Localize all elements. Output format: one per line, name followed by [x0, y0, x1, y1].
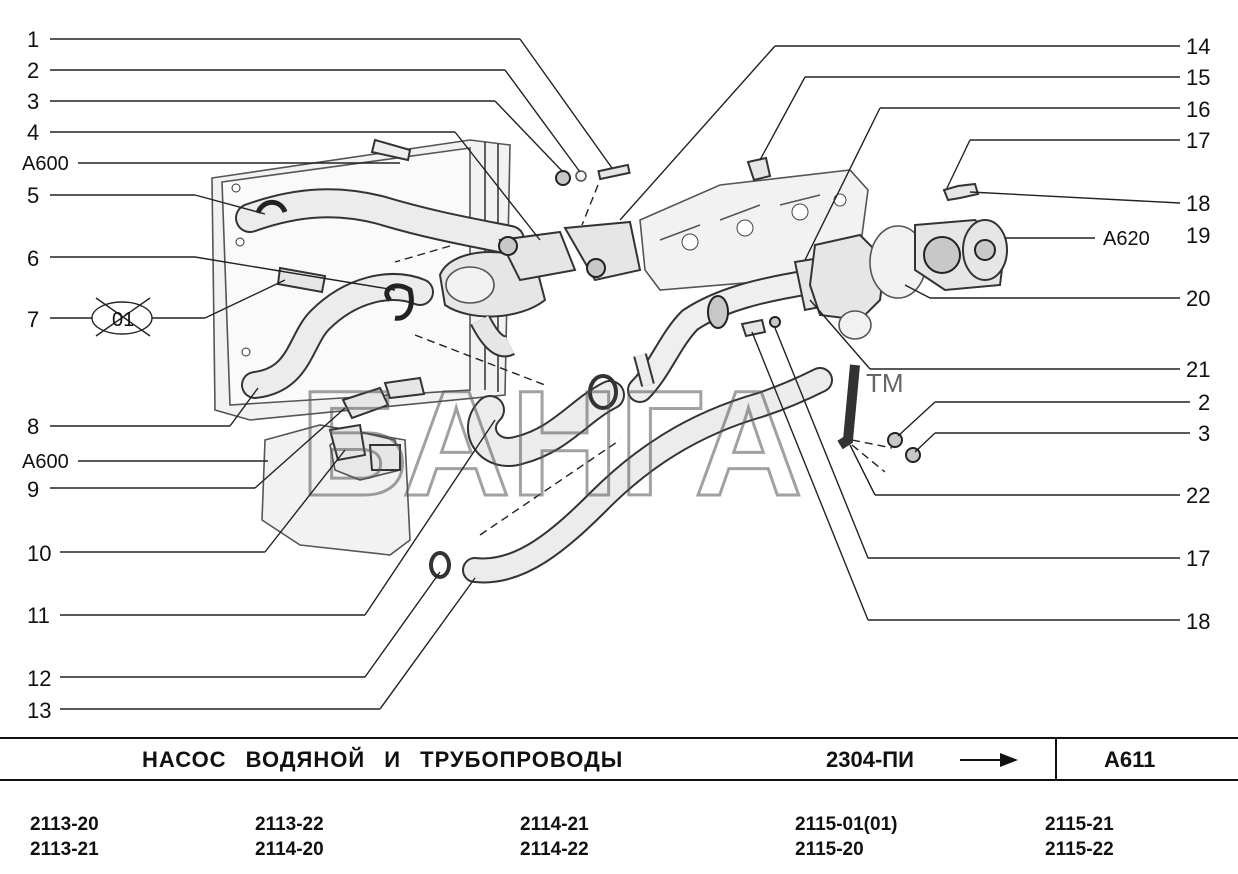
right-arrow-icon	[960, 753, 1018, 767]
callout-a620: A620	[1103, 228, 1150, 250]
model-code: 2114-20	[255, 839, 324, 860]
callout-4: 4	[27, 120, 39, 145]
model-code: 2114-22	[520, 839, 589, 860]
section-reference: A611	[1104, 747, 1156, 772]
callout-18-top: 18	[1186, 191, 1210, 216]
upper-radiator-hose	[235, 188, 525, 255]
watermark: БАНГА	[300, 359, 803, 527]
model-code: 2115-21	[1045, 814, 1114, 835]
thermostat-housing	[438, 220, 642, 358]
model-column-3: 2114-21 2114-22	[520, 812, 589, 862]
model-code: 2114-21	[520, 814, 589, 835]
watermark-tm: TM	[866, 368, 904, 398]
diagram-title: НАСОС ВОДЯНОЙ И ТРУБОПРОВОДЫ	[142, 747, 624, 772]
title-block: НАСОС ВОДЯНОЙ И ТРУБОПРОВОДЫ 2304-ПИ A61…	[0, 737, 1238, 781]
callout-17-top: 17	[1186, 128, 1210, 153]
callout-2-right: 2	[1198, 390, 1210, 415]
callout-21: 21	[1186, 357, 1210, 382]
callout-6: 6	[27, 246, 39, 271]
callout-3: 3	[27, 89, 39, 114]
model-column-4: 2115-01(01) 2115-20	[795, 812, 897, 862]
assembly-lines	[394, 184, 893, 536]
model-code: 2115-01(01)	[795, 814, 898, 835]
callout-a600-bottom: A600	[22, 451, 69, 473]
callouts-right: 14 15 16 17 18 A620 19 20 21 2 3 22 17 1…	[619, 34, 1210, 634]
callout-a600-top: A600	[22, 153, 69, 175]
callout-10: 10	[27, 541, 51, 566]
callout-01: 01	[112, 309, 134, 331]
callout-22: 22	[1186, 483, 1210, 508]
callout-3-right: 3	[1198, 421, 1210, 446]
model-code: 2113-21	[30, 839, 99, 860]
callout-18-bottom: 18	[1186, 609, 1210, 634]
callout-11: 11	[27, 603, 50, 628]
callout-9: 9	[27, 477, 39, 502]
fasteners	[255, 156, 980, 471]
model-column-5: 2115-21 2115-22	[1045, 812, 1114, 862]
lower-hoses	[429, 353, 860, 584]
model-column-1: 2113-20 2113-21	[30, 812, 99, 862]
water-pump	[808, 218, 1008, 340]
model-code: 2113-20	[30, 814, 99, 835]
callout-16: 16	[1186, 97, 1210, 122]
callout-2: 2	[27, 58, 39, 83]
callouts-left: 1 2 3 4 A600 5 6 7 01 8 A600 9 10 11 12	[22, 27, 613, 723]
model-code: 2113-22	[255, 814, 324, 835]
title-divider	[1055, 739, 1057, 779]
callout-7: 7	[27, 307, 39, 332]
callout-17-bottom: 17	[1186, 546, 1210, 571]
callout-1: 1	[27, 27, 39, 52]
model-code: 2115-22	[1045, 839, 1114, 860]
callout-15: 15	[1186, 65, 1210, 90]
diagram-code: 2304-ПИ	[826, 747, 914, 772]
model-code: 2115-20	[795, 839, 864, 860]
callout-12: 12	[27, 666, 51, 691]
callout-19: 19	[1186, 223, 1210, 248]
model-column-2: 2113-22 2114-20	[255, 812, 324, 862]
callout-8: 8	[27, 414, 39, 439]
callout-20: 20	[1186, 286, 1210, 311]
callout-5: 5	[27, 183, 39, 208]
callout-13: 13	[27, 698, 51, 723]
callout-14: 14	[1186, 34, 1210, 59]
